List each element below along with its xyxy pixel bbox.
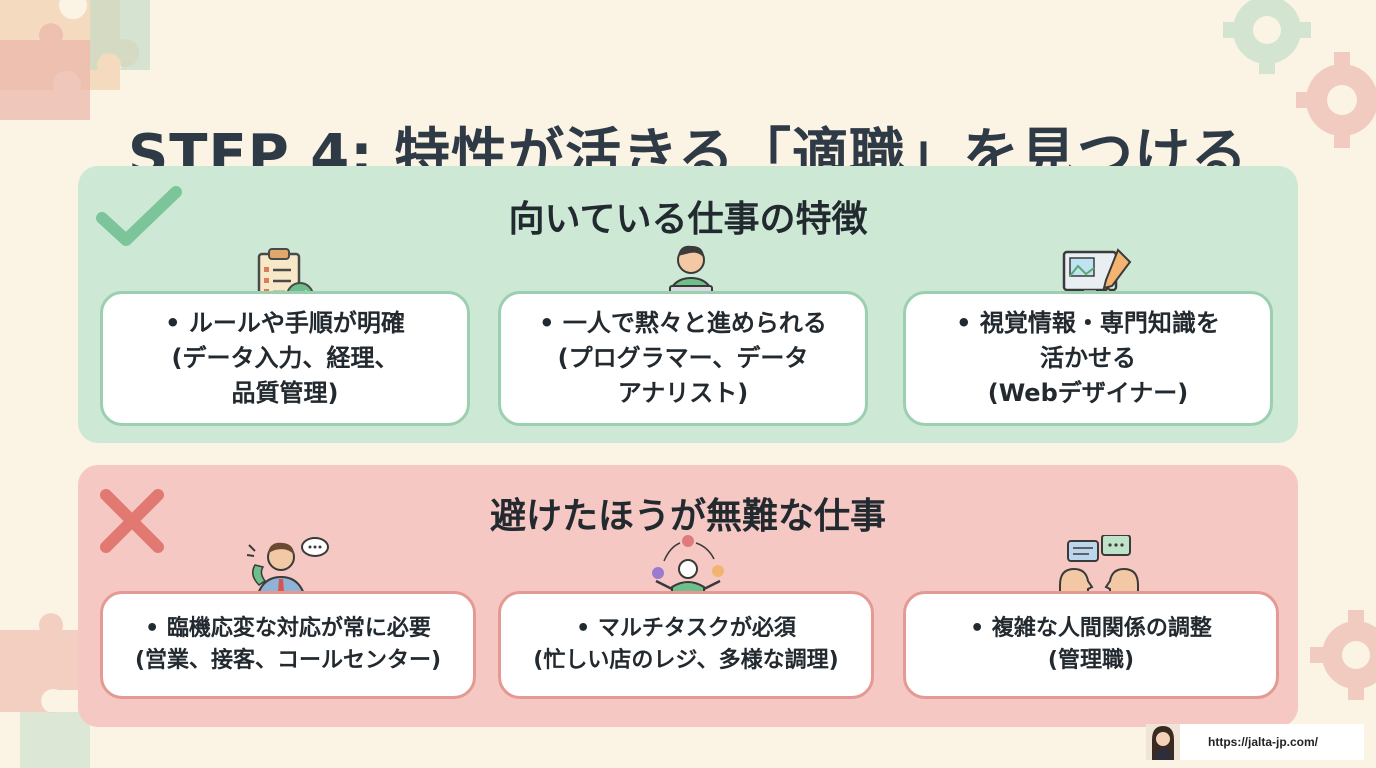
- card-line: 品質管理): [231, 378, 339, 407]
- site-url-link[interactable]: https://jalta-jp.com/: [1208, 735, 1319, 749]
- suitable-job-card-solo-work: • 一人で黙々と進められる (プログラマー、データ アナリスト): [498, 291, 868, 426]
- avoid-job-card-multitasking: • マルチタスクが必須 (忙しい店のレジ、多様な調理): [498, 591, 874, 699]
- puzzle-piece-decoration-icon: [0, 0, 150, 121]
- card-line: • 複雑な人間関係の調整: [970, 616, 1212, 642]
- card-line: (データ入力、経理、: [171, 344, 399, 373]
- card-line: (Webデザイナー): [987, 378, 1189, 407]
- avoid-job-card-improvisation: • 臨機応変な対応が常に必要 (営業、接客、コールセンター): [100, 591, 476, 699]
- suitable-jobs-heading: 向いている仕事の特徴: [508, 199, 868, 240]
- cross-mark-icon: [100, 489, 164, 553]
- card-line: • ルールや手順が明確: [165, 309, 405, 338]
- card-line: (忙しい店のレジ、多様な調理): [533, 648, 839, 673]
- jobs-to-avoid-panel: 避けたほうが無難な仕事 • 臨機応変な対応が常に必要 (営業、接客、コールセンタ…: [78, 465, 1298, 727]
- avatar-icon: [1146, 724, 1180, 760]
- check-mark-icon: [96, 186, 182, 246]
- card-line: (管理職): [1047, 648, 1135, 673]
- card-line: アナリスト): [617, 378, 749, 407]
- card-line: (営業、接客、コールセンター): [134, 648, 442, 673]
- card-line: • マルチタスクが必須: [576, 616, 796, 642]
- card-line: 活かせる: [1039, 344, 1136, 373]
- card-line: • 一人で黙々と進められる: [539, 309, 827, 338]
- suitable-job-card-visual-expertise: • 視覚情報・専門知識を 活かせる (Webデザイナー): [903, 291, 1273, 426]
- site-footer: https://jalta-jp.com/: [1146, 724, 1364, 760]
- card-line: • 臨機応変な対応が常に必要: [145, 616, 431, 642]
- suitable-job-card-rules: • ルールや手順が明確 (データ入力、経理、 品質管理): [100, 291, 470, 426]
- monitor-design-icon: [1062, 248, 1132, 313]
- card-line: • 視覚情報・専門知識を: [956, 309, 1220, 338]
- jobs-to-avoid-heading: 避けたほうが無難な仕事: [489, 496, 886, 537]
- suitable-jobs-panel: 向いている仕事の特徴 • ルールや手順が明確 (データ入力、経理、 品質管理): [78, 166, 1298, 443]
- gear-decoration-icon: [1310, 610, 1376, 700]
- avoid-job-card-relationships: • 複雑な人間関係の調整 (管理職): [903, 591, 1279, 699]
- card-line: (プログラマー、データ: [557, 344, 809, 373]
- gear-decoration-icon: [1223, 0, 1376, 148]
- puzzle-piece-decoration-icon: [0, 613, 90, 768]
